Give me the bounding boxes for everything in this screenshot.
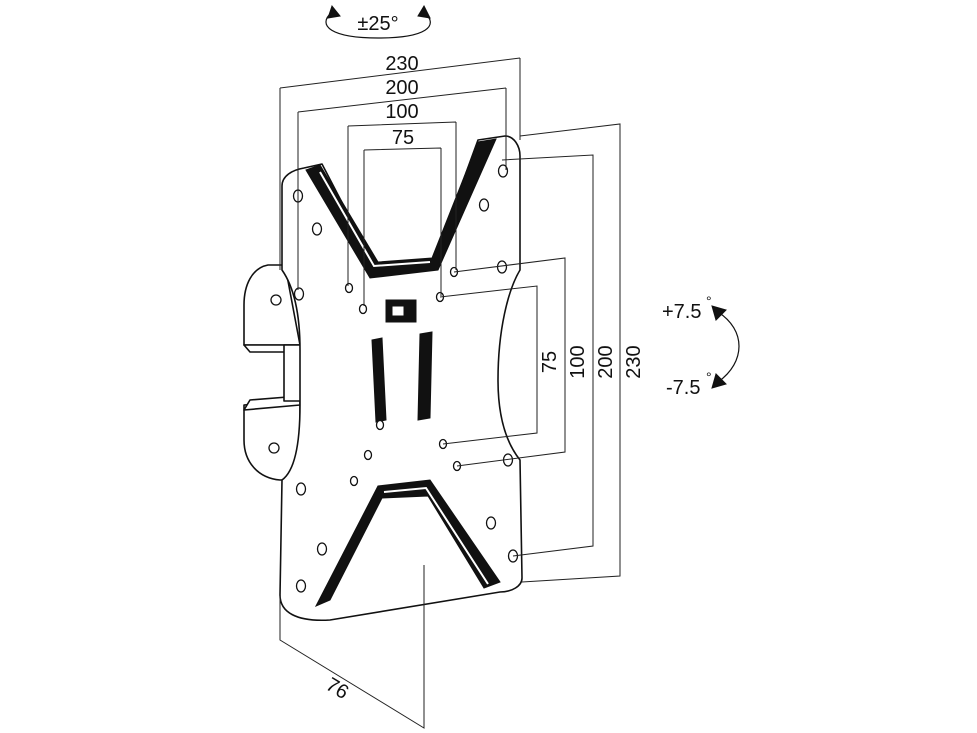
dim-label-width-100: 100	[385, 101, 418, 123]
dim-label-depth-76: 76	[322, 674, 352, 704]
dim-line-depth	[279, 565, 425, 729]
swivel-arc	[325, 11, 431, 39]
dim-label-height-230: 230	[623, 345, 645, 378]
wall-plate-top	[243, 264, 301, 346]
hole	[295, 482, 307, 496]
dim-line-230	[279, 57, 521, 270]
swivel-label: ±25°	[357, 13, 398, 35]
tilt-arrow-up-icon	[711, 305, 727, 321]
dim-line-100	[347, 121, 457, 286]
tilt-minus-label: -7.5	[666, 377, 700, 399]
dim-label-height-200: 200	[595, 345, 617, 378]
dim-label-width-200: 200	[385, 77, 418, 99]
tilt-indicator: +7.5 ° -7.5 °	[662, 293, 740, 399]
hole	[375, 419, 385, 431]
hole	[311, 222, 323, 236]
height-dimensions: 75 100 200 230	[439, 123, 645, 583]
vesa-plate	[279, 135, 523, 622]
wall-screw-hole-bottom	[268, 442, 280, 454]
tilt-plus-label: +7.5	[662, 301, 701, 323]
hole	[358, 303, 368, 315]
hole	[293, 287, 305, 301]
dim-label-width-75: 75	[392, 127, 414, 149]
swivel-arrow-left-icon	[327, 4, 341, 19]
wall-bracket	[243, 264, 305, 481]
wall-plate-bottom	[243, 399, 301, 481]
bottom-stiffener-rib	[314, 479, 501, 608]
top-stiffener-rib	[305, 138, 497, 279]
hole	[497, 164, 509, 178]
dim-label-width-230: 230	[385, 53, 418, 75]
hole	[316, 542, 328, 556]
dim-line-h75	[439, 285, 538, 445]
dim-line-200	[297, 87, 507, 290]
hole	[496, 260, 508, 274]
hole	[485, 516, 497, 530]
mounting-holes	[292, 164, 519, 593]
tilt-minus-degree: °	[706, 369, 712, 385]
dim-line-75	[363, 147, 442, 306]
slot-left	[371, 337, 387, 423]
swivel-indicator: ±25°	[325, 4, 431, 39]
width-dimensions: 230 200 100 75	[279, 53, 521, 306]
tilt-plus-degree: °	[706, 293, 712, 309]
dim-line-h100	[453, 257, 566, 467]
tilt-arrow-down-icon	[711, 373, 727, 389]
dim-label-height-100: 100	[567, 345, 589, 378]
vesa-plate-outline	[279, 135, 523, 622]
dim-label-height-75: 75	[539, 351, 561, 373]
hole	[295, 579, 307, 593]
hole	[349, 475, 359, 487]
dim-line-h200	[501, 154, 594, 557]
dim-line-h230	[519, 123, 621, 583]
hole	[363, 449, 373, 461]
slot-right	[417, 331, 433, 421]
hole	[478, 198, 490, 212]
tilt-arc	[717, 311, 740, 383]
swivel-arrow-right-icon	[417, 4, 431, 19]
hole	[344, 282, 354, 294]
wall-screw-hole-top	[270, 294, 282, 306]
